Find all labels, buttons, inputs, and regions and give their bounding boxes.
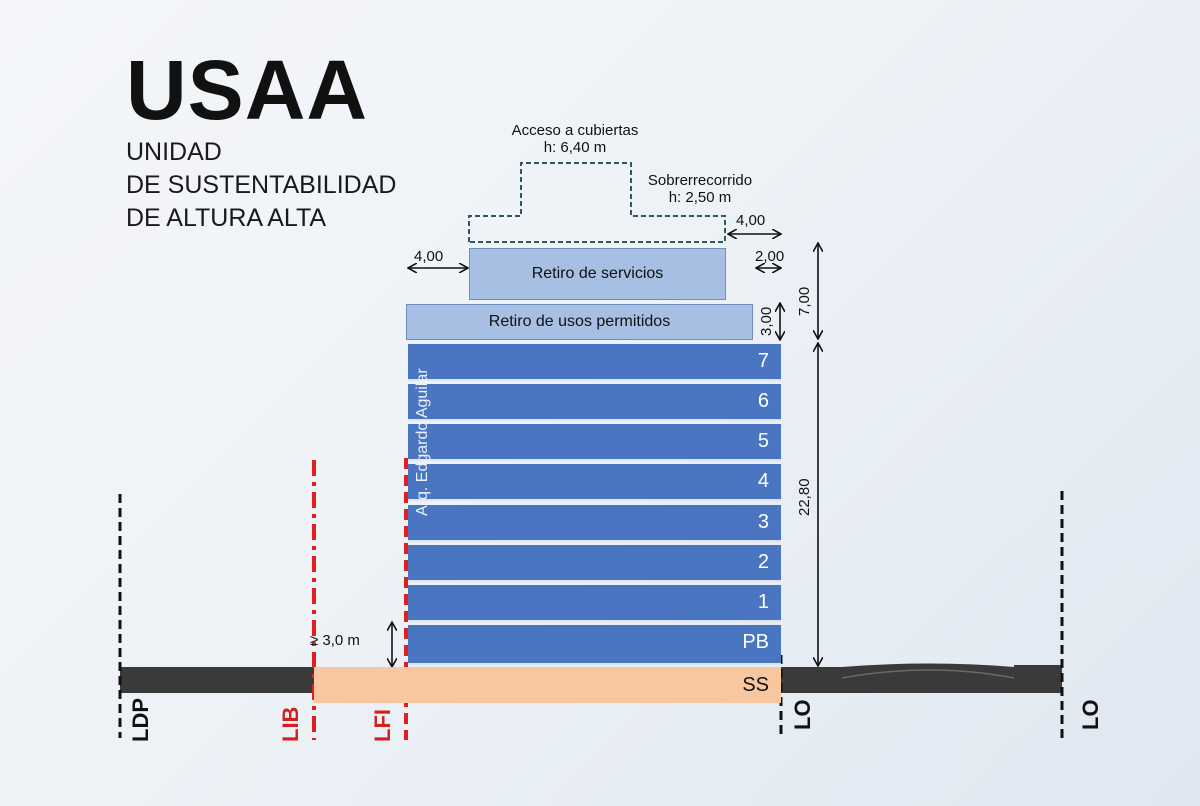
dim-right-top: 4,00 <box>736 212 766 229</box>
floor-pb: PB <box>408 625 781 665</box>
roof-access-outline <box>468 162 726 243</box>
roof-access-height: h: 6,40 m <box>543 139 607 156</box>
floor-label: 3 <box>757 511 769 533</box>
floor-5: 5 <box>408 424 781 461</box>
retiro-usos-label: Retiro de usos permitidos <box>488 313 671 330</box>
floor-1: 1 <box>408 585 781 622</box>
road-curve <box>841 669 1015 679</box>
overrun-height: h: 2,50 m <box>668 189 732 206</box>
ground-left <box>120 667 314 693</box>
roof-access-note: Acceso a cubiertas h: 6,40 m <box>505 122 645 156</box>
roof-access-label: Acceso a cubiertas <box>511 122 639 139</box>
basement-label: SS <box>742 674 769 696</box>
dim-usos-height: 3,00 <box>758 306 775 336</box>
floor-label: 2 <box>757 551 769 573</box>
floor-6: 6 <box>408 384 781 421</box>
floor-2: 2 <box>408 545 781 582</box>
floor-label: 4 <box>757 470 769 492</box>
label-ldp: LDP <box>128 698 153 742</box>
floor-label: 5 <box>757 430 769 452</box>
floor-3: 3 <box>408 505 781 542</box>
dim-building-height: 22,80 <box>796 478 813 516</box>
ground-right <box>781 663 1062 693</box>
subtitle-line-2: DE SUSTENTABILIDAD <box>126 171 397 199</box>
floor-label: PB <box>742 631 769 653</box>
page-title: USAA <box>126 43 369 137</box>
dim-right-mid: 2,00 <box>755 248 785 265</box>
label-lo-right: LO <box>1078 699 1103 730</box>
basement-ss: SS <box>314 667 781 703</box>
floor-label: 7 <box>757 350 769 372</box>
overrun-label: Sobrerrecorrido <box>647 172 753 189</box>
dim-upper-height: 7,00 <box>796 286 813 316</box>
retiro-servicios-label: Retiro de servicios <box>531 265 664 282</box>
label-lo-left: LO <box>790 699 815 730</box>
retiro-usos-block: Retiro de usos permitidos <box>406 304 753 340</box>
dim-left-top: 4,00 <box>414 248 444 265</box>
label-lib: LIB <box>278 706 303 742</box>
dim-ground-clearance: ≥ 3,0 m <box>310 632 360 649</box>
floor-7: 7 <box>408 344 781 381</box>
label-lfi: LFI <box>370 709 395 742</box>
floor-4: 4 <box>408 464 781 501</box>
retiro-servicios-block: Retiro de servicios <box>469 248 726 300</box>
floor-label: 6 <box>757 390 769 412</box>
subtitle-line-1: UNIDAD <box>126 138 222 166</box>
subtitle: UNIDAD DE SUSTENTABILIDAD DE ALTURA ALTA <box>126 136 396 235</box>
floor-label: 1 <box>757 591 769 613</box>
overrun-note: Sobrerrecorrido h: 2,50 m <box>638 172 762 206</box>
author-credit: Arq. Edgardo Aguilar <box>414 368 431 516</box>
subtitle-line-3: DE ALTURA ALTA <box>126 204 327 232</box>
